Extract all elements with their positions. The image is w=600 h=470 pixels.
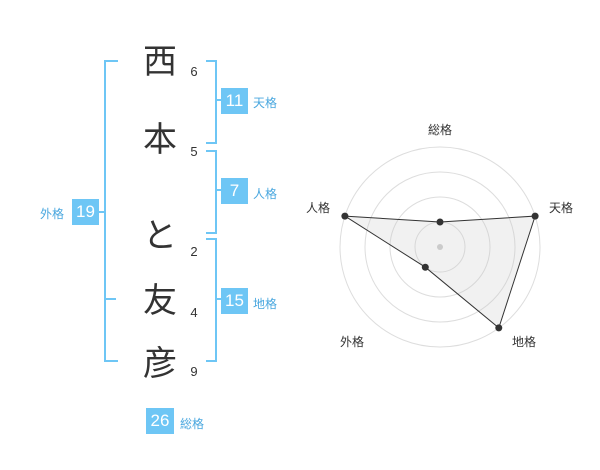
name-char-4: 友 [143, 281, 177, 321]
radar-center [437, 244, 443, 250]
gaikaku-bracket [104, 60, 118, 362]
name-char-2: 本 [143, 120, 177, 160]
stroke-count-1: 6 [190, 64, 198, 79]
chikaku-tick [215, 298, 221, 300]
jinkaku-label: 人格 [253, 187, 278, 201]
gaikaku-value: 19 [72, 199, 99, 225]
stroke-count-2: 5 [190, 144, 198, 159]
radar-polygon [344, 215, 536, 329]
radar-point-5 [341, 212, 349, 220]
chikaku-value: 15 [221, 288, 248, 314]
radar-label-jinkaku: 人格 [306, 201, 331, 215]
name-char-5: 彦 [143, 344, 177, 384]
radar-point-1 [436, 218, 444, 226]
radar-label-soukaku: 総格 [428, 123, 453, 137]
name-char-1: 西 [143, 42, 177, 82]
jinkaku-bracket [206, 150, 217, 234]
name-char-3: と [143, 216, 177, 256]
chikaku-bracket [206, 238, 217, 362]
gaikaku-tick [98, 211, 104, 213]
radar-ring-2 [389, 196, 491, 298]
tenkaku-tick [215, 99, 221, 101]
stroke-count-5: 9 [190, 364, 198, 379]
radar-ring-4 [339, 146, 541, 348]
soukaku-value: 26 [146, 408, 174, 434]
stroke-count-4: 4 [190, 305, 198, 320]
radar-point-2 [531, 212, 539, 220]
stroke-count-3: 2 [190, 244, 198, 259]
jinkaku-tick [215, 189, 221, 191]
jinkaku-value: 7 [221, 178, 248, 204]
gaikaku-label: 外格 [40, 207, 65, 221]
radar-label-chikaku: 地格 [512, 335, 537, 349]
tenkaku-value: 11 [221, 88, 248, 114]
radar-point-3 [495, 324, 503, 332]
radar-label-gaikaku: 外格 [340, 335, 365, 349]
soukaku-label: 総格 [180, 417, 205, 431]
gaikaku-inner-tick [104, 298, 116, 300]
tenkaku-label: 天格 [253, 96, 278, 110]
radar-point-4 [421, 263, 429, 271]
tenkaku-bracket [206, 60, 217, 144]
chikaku-label: 地格 [253, 297, 278, 311]
radar-label-tenkaku: 天格 [549, 201, 574, 215]
radar-ring-3 [364, 171, 516, 323]
